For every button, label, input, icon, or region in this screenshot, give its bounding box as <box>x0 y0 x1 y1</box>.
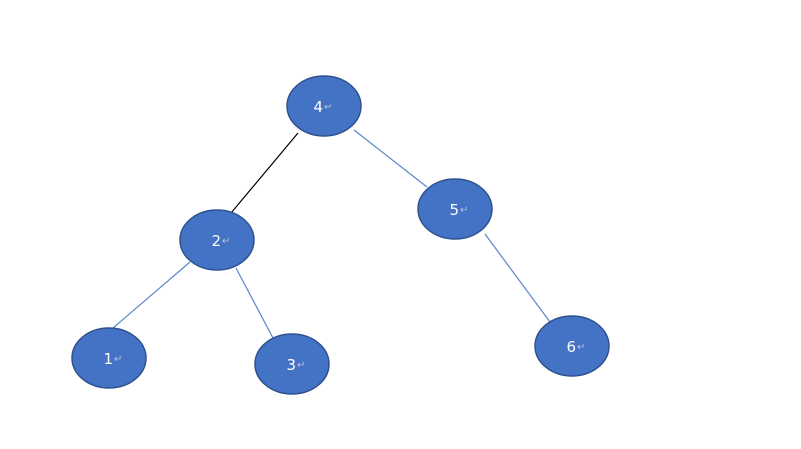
node-label: 2 <box>211 232 221 250</box>
node-circle <box>286 75 362 137</box>
tree-node-6[interactable]: 6 ↵ <box>534 315 610 377</box>
paragraph-mark-icon: ↵ <box>297 360 305 371</box>
tree-node-2[interactable]: 2 ↵ <box>179 209 255 271</box>
tree-node-4[interactable]: 4 ↵ <box>286 75 362 137</box>
edge-5-6 <box>484 233 551 323</box>
node-label: 1 <box>103 350 113 368</box>
paragraph-mark-icon: ↵ <box>114 354 122 365</box>
edge-2-3 <box>235 267 274 339</box>
node-circle <box>534 315 610 377</box>
edges-group <box>112 129 551 339</box>
edge-4-5 <box>353 129 428 188</box>
node-label: 3 <box>286 356 296 374</box>
edge-2-1 <box>112 261 191 329</box>
node-circle <box>179 209 255 271</box>
node-label: 5 <box>449 201 459 219</box>
node-label: 6 <box>566 338 576 356</box>
tree-node-5[interactable]: 5 ↵ <box>417 178 493 240</box>
node-label: 4 <box>313 98 323 116</box>
paragraph-mark-icon: ↵ <box>324 102 332 113</box>
paragraph-mark-icon: ↵ <box>460 205 468 216</box>
node-circle <box>254 333 330 395</box>
edge-4-2 <box>230 132 299 214</box>
tree-node-1[interactable]: 1 ↵ <box>71 327 147 389</box>
tree-node-3[interactable]: 3 ↵ <box>254 333 330 395</box>
node-circle <box>417 178 493 240</box>
paragraph-mark-icon: ↵ <box>222 236 230 247</box>
paragraph-mark-icon: ↵ <box>577 342 585 353</box>
node-circle <box>71 327 147 389</box>
